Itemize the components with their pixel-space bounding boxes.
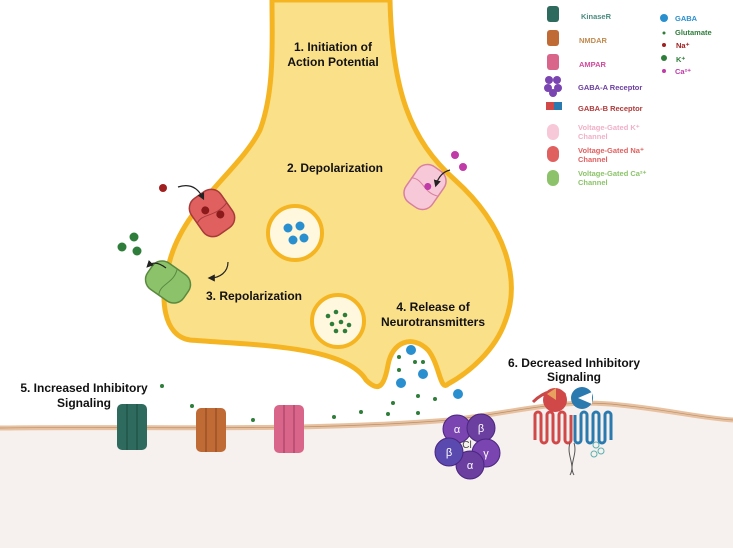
gaba-b-receptor — [531, 387, 613, 476]
legend-gaba: GABA — [675, 14, 698, 23]
voltage-gated-k-channel — [403, 163, 447, 211]
legend-k: K⁺ — [676, 55, 685, 64]
legend-vg-na: Voltage-Gated Na⁺ — [578, 146, 644, 155]
legend-receptor-icons — [544, 6, 562, 186]
legend-kinaser: KinaseR — [581, 12, 612, 21]
legend-gaba-a: GABA-A Receptor — [578, 83, 642, 92]
step6-label: Signaling — [547, 370, 601, 384]
legend-vg-na: Channel — [578, 155, 608, 164]
released-neurotransmitters — [160, 345, 463, 422]
legend-ampar: AMPAR — [579, 60, 607, 69]
voltage-gated-na-channel — [188, 188, 236, 238]
gaba-a-subunit: β — [478, 423, 484, 435]
step5-label: Signaling — [57, 396, 111, 410]
legend: KinaseR NMDAR AMPAR GABA-A Receptor GABA… — [544, 6, 712, 187]
legend-vg-k: Channel — [578, 132, 608, 141]
step5-label: 5. Increased Inhibitory — [20, 381, 148, 395]
legend-glutamate: Glutamate — [675, 28, 712, 37]
gaba-a-subunit: β — [446, 447, 452, 459]
step4-label: 4. Release of — [396, 300, 470, 314]
step3-label: 3. Repolarization — [206, 289, 302, 303]
step1-label: Action Potential — [287, 55, 378, 69]
legend-vg-ca: Voltage-Gated Ca²⁺ — [578, 169, 646, 178]
vesicle-gaba — [266, 204, 324, 262]
legend-ca: Ca²⁺ — [675, 67, 691, 76]
postsynaptic-cell — [0, 403, 733, 548]
legend-vg-k: Voltage-Gated K⁺ — [578, 123, 640, 132]
step2-label: 2. Depolarization — [287, 161, 383, 175]
gaba-a-chloride: Cl — [462, 440, 471, 451]
kinase-receptor — [117, 404, 147, 450]
ampa-receptor — [274, 405, 304, 453]
gaba-a-receptor: α β γ α β Cl — [434, 413, 501, 480]
voltage-gated-ca-channel — [144, 260, 192, 304]
gaba-a-subunit: α — [454, 424, 461, 436]
nmda-receptor — [196, 408, 226, 452]
ions — [117, 151, 467, 282]
legend-na: Na⁺ — [676, 41, 690, 50]
legend-gaba-b: GABA-B Receptor — [578, 104, 643, 113]
gaba-a-subunit: α — [467, 460, 474, 472]
legend-vg-ca: Channel — [578, 178, 608, 187]
step4-label: Neurotransmitters — [381, 315, 485, 329]
legend-nmdar: NMDAR — [579, 36, 607, 45]
gaba-a-subunit: γ — [483, 448, 489, 460]
vesicle-glutamate — [310, 293, 366, 349]
step1-label: 1. Initiation of — [294, 40, 373, 54]
step6-label: 6. Decreased Inhibitory — [508, 356, 640, 370]
